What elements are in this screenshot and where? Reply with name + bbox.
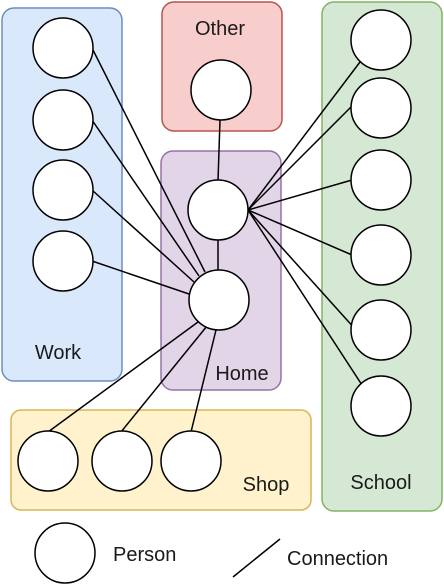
- connection: [247, 209, 363, 386]
- person-node[interactable]: [350, 149, 412, 211]
- person-node[interactable]: [160, 430, 222, 492]
- school-group-label: School: [350, 472, 411, 494]
- connection: [247, 61, 361, 211]
- legend-connection-icon: [232, 538, 281, 578]
- person-node[interactable]: [188, 269, 250, 331]
- connection: [120, 325, 208, 433]
- other-group-label: Other: [195, 18, 245, 40]
- person-node[interactable]: [32, 17, 94, 79]
- legend-connection-label: Connection: [287, 548, 388, 570]
- person-node[interactable]: [350, 224, 412, 286]
- work-group-label: Work: [35, 342, 82, 364]
- person-node[interactable]: [32, 89, 94, 151]
- legend-person-label: Person: [113, 544, 176, 566]
- connection: [91, 47, 206, 273]
- person-node[interactable]: [350, 9, 412, 71]
- person-node[interactable]: [187, 179, 249, 241]
- connection: [217, 119, 221, 182]
- person-node[interactable]: [32, 159, 94, 221]
- connections: [47, 47, 363, 433]
- person-node[interactable]: [91, 430, 153, 492]
- connection: [91, 189, 195, 283]
- connection: [247, 105, 353, 211]
- connection: [91, 260, 190, 295]
- connection: [247, 179, 353, 211]
- connection: [91, 119, 200, 277]
- person-node[interactable]: [350, 375, 412, 437]
- legend-person-icon: [34, 522, 96, 584]
- person-node[interactable]: [17, 430, 79, 492]
- person-node[interactable]: [350, 299, 412, 361]
- connection: [247, 209, 353, 256]
- shop-group-label: Shop: [243, 474, 290, 496]
- connection: [190, 329, 217, 433]
- person-node[interactable]: [32, 230, 94, 292]
- legend: Person Connection: [34, 522, 388, 584]
- person-node[interactable]: [190, 59, 252, 121]
- connection: [247, 209, 357, 331]
- person-node[interactable]: [350, 77, 412, 139]
- connection: [47, 321, 199, 433]
- home-group-label: Home: [215, 363, 268, 385]
- people: [17, 9, 412, 492]
